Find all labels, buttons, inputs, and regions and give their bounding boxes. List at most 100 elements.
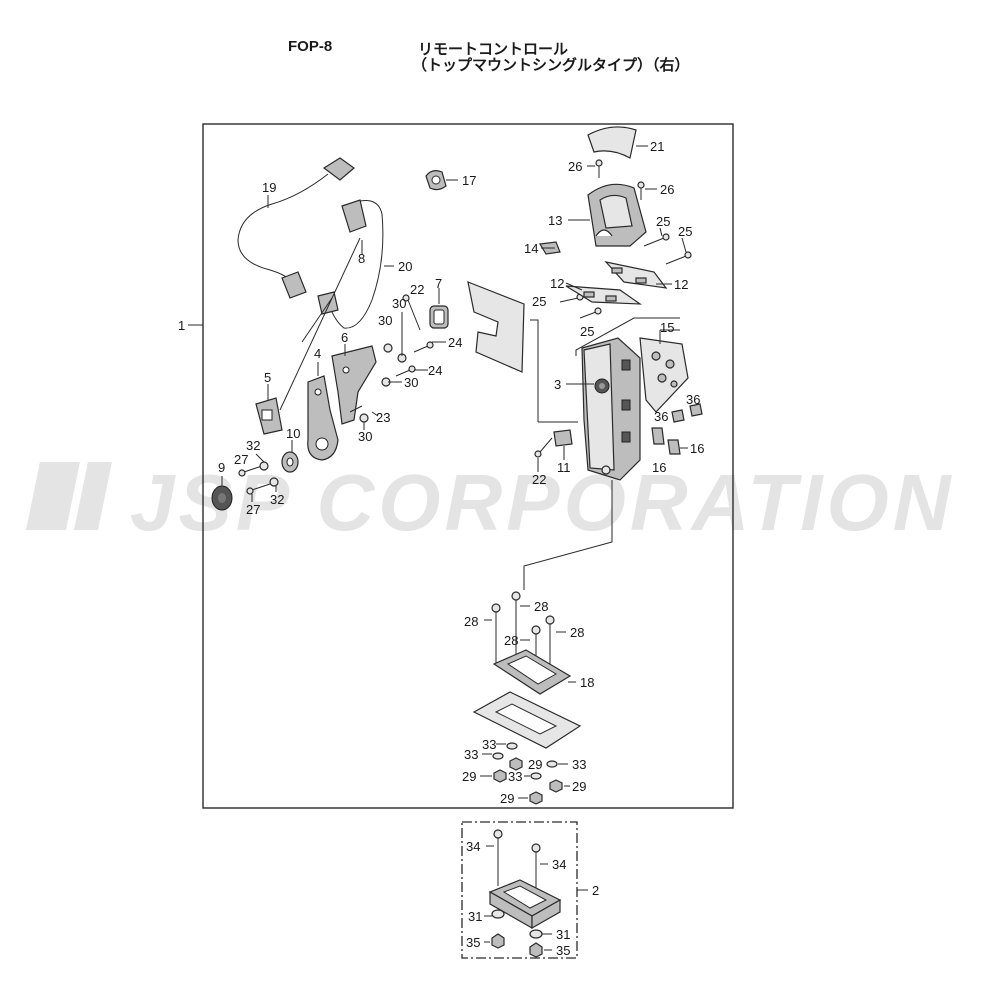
part-20-cable <box>317 199 384 329</box>
part-23-screw <box>349 405 363 413</box>
part-4-lever <box>307 375 339 461</box>
part-7-bushing <box>429 305 449 329</box>
callout-34b: 34 <box>552 857 566 872</box>
callout-17: 17 <box>462 173 476 188</box>
callout-31b: 31 <box>556 927 570 942</box>
callout-36b: 36 <box>686 392 700 407</box>
callout-labels: 1 2 3 4 5 6 7 8 9 10 11 12 12 13 14 15 1… <box>178 139 704 958</box>
callout-5: 5 <box>264 370 271 385</box>
callout-25d: 25 <box>580 324 594 339</box>
callout-28a: 28 <box>464 614 478 629</box>
callout-26a: 26 <box>568 159 582 174</box>
callout-33d: 33 <box>508 769 522 784</box>
part-16-clip <box>651 427 681 455</box>
part-9-knob <box>211 485 233 511</box>
diagram-title-line2: （トップマウントシングルタイプ）（右） <box>412 57 690 74</box>
callout-19: 19 <box>262 180 276 195</box>
callout-30d: 30 <box>358 429 372 444</box>
callout-34a: 34 <box>466 839 480 854</box>
callout-4: 4 <box>314 346 321 361</box>
callout-15: 15 <box>660 320 674 335</box>
part-22-screw-top <box>395 294 434 377</box>
callout-22b: 22 <box>532 472 546 487</box>
callout-7: 7 <box>435 276 442 291</box>
callout-31a: 31 <box>468 909 482 924</box>
callout-30c: 30 <box>404 375 418 390</box>
part-15-plate <box>639 337 689 413</box>
diagram-code: FOP-8 <box>288 38 333 55</box>
part-19-harness <box>237 157 355 299</box>
callout-36a: 36 <box>654 409 668 424</box>
callout-32b: 32 <box>270 492 284 507</box>
callout-33c: 33 <box>572 757 586 772</box>
part-21-cover <box>587 126 637 159</box>
callout-27b: 27 <box>246 502 260 517</box>
callout-23: 23 <box>376 410 390 425</box>
part-34-bolt <box>493 829 541 900</box>
callout-28c: 28 <box>504 633 518 648</box>
part-30-washer <box>359 343 407 423</box>
part-27-screw <box>238 465 271 495</box>
watermark: JSP CORPORATION <box>26 458 951 547</box>
callout-24b: 24 <box>428 363 442 378</box>
part-3-control-body <box>581 337 641 481</box>
part-5-cover <box>255 397 283 435</box>
part-11-bracket <box>553 429 573 447</box>
callout-30b: 30 <box>378 313 392 328</box>
part-mounting-plate <box>472 691 582 749</box>
callout-25a: 25 <box>656 214 670 229</box>
callout-32a: 32 <box>246 438 260 453</box>
callout-25b: 25 <box>678 224 692 239</box>
callout-22a: 22 <box>410 282 424 297</box>
part-12-plate <box>565 261 668 305</box>
callout-20: 20 <box>398 259 412 274</box>
callout-1: 1 <box>178 318 185 333</box>
callout-11: 11 <box>557 460 571 475</box>
callout-29a: 29 <box>528 757 542 772</box>
callout-18: 18 <box>580 675 594 690</box>
callout-27a: 27 <box>234 452 248 467</box>
callout-12b: 12 <box>674 277 688 292</box>
callout-10: 10 <box>286 426 300 441</box>
callout-29b: 29 <box>462 769 476 784</box>
callout-35b: 35 <box>556 943 570 958</box>
callout-13: 13 <box>548 213 562 228</box>
part-29-nut <box>493 757 563 805</box>
part-36-nut <box>671 403 703 423</box>
callout-14: 14 <box>524 241 538 256</box>
part-10-collar <box>281 451 299 473</box>
diagram-title-line1: リモートコントロール <box>418 41 569 58</box>
callout-28b: 28 <box>534 599 548 614</box>
callout-16b: 16 <box>690 441 704 456</box>
part-17-grommet <box>425 170 447 191</box>
callout-33a: 33 <box>482 737 496 752</box>
part-13-housing <box>587 183 647 247</box>
callout-33b: 33 <box>464 747 478 762</box>
callout-29c: 29 <box>572 779 586 794</box>
part-31-washer <box>491 909 543 939</box>
callout-9: 9 <box>218 460 225 475</box>
callout-6: 6 <box>341 330 348 345</box>
part-6-arm <box>331 345 377 425</box>
part-35-nut <box>491 933 543 958</box>
part-gasket-sheet <box>467 281 525 373</box>
callout-12a: 12 <box>550 276 564 291</box>
part-18-gasket <box>492 649 572 695</box>
part-22-screw <box>534 437 553 458</box>
part-26-screw <box>595 159 645 200</box>
callout-35a: 35 <box>466 935 480 950</box>
callout-25c: 25 <box>532 294 546 309</box>
callout-8: 8 <box>358 251 365 266</box>
callout-16a: 16 <box>652 460 666 475</box>
callout-28d: 28 <box>570 625 584 640</box>
part-2-spacer <box>488 879 562 930</box>
callout-26b: 26 <box>660 182 674 197</box>
callout-30a: 30 <box>392 296 406 311</box>
callout-29d: 29 <box>500 791 514 806</box>
callout-21: 21 <box>650 139 664 154</box>
part-33-washer <box>492 742 558 780</box>
callout-24a: 24 <box>448 335 462 350</box>
callout-3: 3 <box>554 377 561 392</box>
callout-2: 2 <box>592 883 599 898</box>
